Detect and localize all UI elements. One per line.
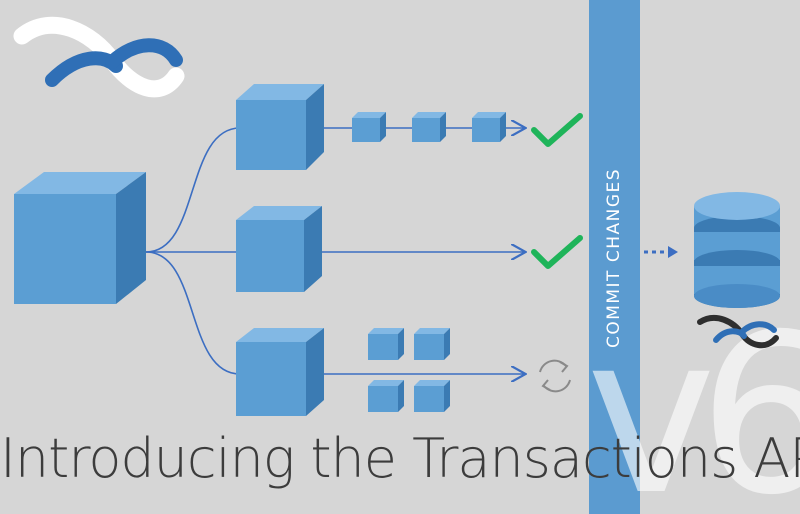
small-cube [352, 112, 386, 142]
small-cube [472, 112, 506, 142]
branch-connectors [145, 127, 241, 375]
small-cube [414, 380, 450, 412]
branch-3-small-cubes [368, 328, 450, 412]
database-icon [694, 192, 780, 308]
check-icon [531, 113, 583, 147]
branch-3-cube [236, 328, 324, 416]
logo-icon [697, 314, 779, 349]
branch-1-small-cubes [352, 112, 506, 142]
small-cube [414, 328, 450, 360]
source-cube [14, 172, 146, 304]
commit-changes-bar [589, 0, 640, 514]
page-title: Introducing the Transactions API [0, 427, 800, 490]
small-cube [368, 328, 404, 360]
small-cube [412, 112, 446, 142]
logo-icon [13, 16, 185, 98]
small-cube [368, 380, 404, 412]
refresh-icon [539, 359, 571, 393]
commit-arrow [644, 246, 678, 258]
branch-2-cube [236, 206, 322, 292]
branch-1-cube [236, 84, 324, 170]
check-icon [531, 235, 583, 269]
